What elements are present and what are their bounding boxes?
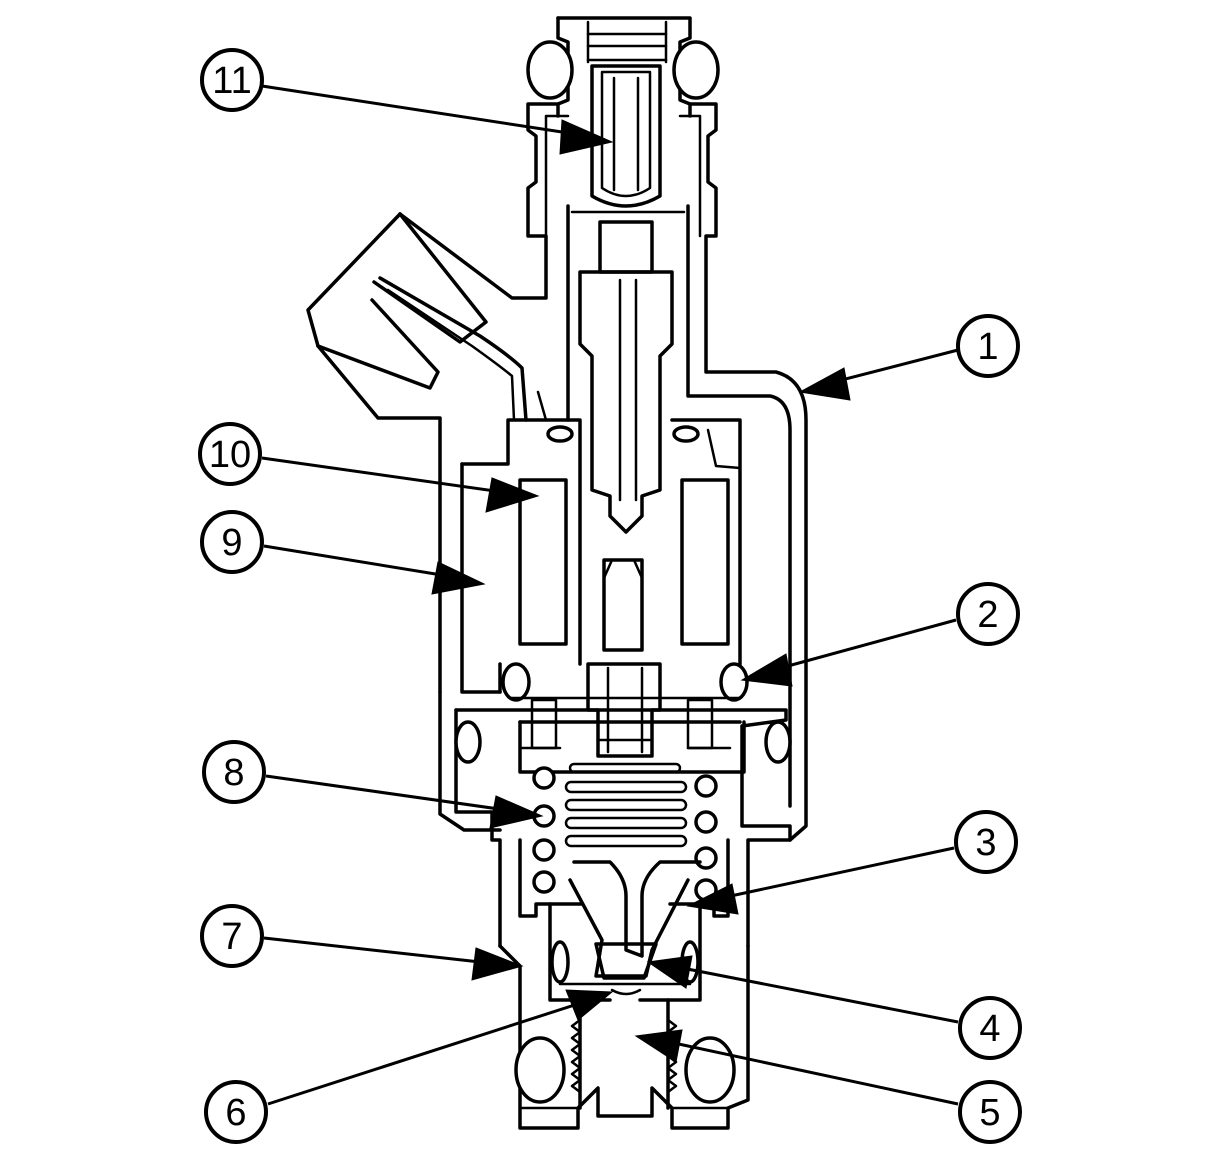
- arrowhead-10: [485, 477, 540, 513]
- leader-11: [261, 84, 589, 138]
- arrowhead-5: [634, 1029, 683, 1063]
- callout-9: 9: [200, 510, 264, 574]
- arrowhead-3: [686, 883, 739, 915]
- callout-label: 3: [975, 822, 996, 864]
- leader-2: [765, 618, 957, 674]
- callout-2: 2: [956, 582, 1020, 646]
- leader-7: [263, 936, 499, 966]
- callout-label: 1: [977, 326, 998, 368]
- leader-3: [711, 846, 955, 902]
- callout-1: 1: [956, 314, 1020, 378]
- callout-label: 4: [979, 1008, 1000, 1050]
- leader-10: [261, 456, 517, 496]
- callout-label: 8: [223, 752, 244, 794]
- callout-10: 10: [198, 422, 262, 486]
- arrowhead-8: [489, 795, 544, 829]
- callout-label: 2: [977, 594, 998, 636]
- electrical-connector: [306, 212, 548, 694]
- plunger: [586, 558, 662, 758]
- callout-label: 10: [209, 434, 251, 476]
- coil-seal-left: [546, 425, 574, 443]
- flange-o-ring-right: [764, 720, 792, 764]
- callouts: 11 1 10 9 2 8 3 7: [198, 48, 1022, 1144]
- injector-body: [306, 16, 808, 1130]
- callout-label: 6: [225, 1092, 246, 1134]
- coil-winding-right: [680, 478, 730, 646]
- coil-winding-left: [518, 478, 568, 646]
- callout-8: 8: [202, 740, 266, 804]
- upper-o-ring-left: [526, 40, 574, 100]
- lower-o-ring-left: [514, 1036, 566, 1104]
- upper-housing: [398, 102, 808, 842]
- lower-coil-o-ring-left: [501, 662, 531, 702]
- leader-8: [265, 774, 521, 814]
- callout-label: 5: [979, 1092, 1000, 1134]
- fuel-filter: [590, 64, 662, 208]
- leader-1: [825, 348, 959, 386]
- upper-o-ring-right: [672, 40, 720, 100]
- flange-o-ring-left: [454, 720, 482, 764]
- callout-3: 3: [954, 810, 1018, 874]
- callout-11: 11: [200, 48, 264, 112]
- leader-4: [671, 964, 959, 1024]
- coil-seal-right: [672, 425, 700, 443]
- callout-label: 7: [221, 916, 242, 958]
- arrowhead-9: [431, 561, 486, 595]
- callout-5: 5: [958, 1080, 1022, 1144]
- callout-label: 11: [212, 60, 251, 102]
- leader-9: [263, 544, 461, 580]
- arrowhead-11: [559, 119, 614, 155]
- callout-label: 9: [221, 522, 242, 564]
- callout-6: 6: [204, 1080, 268, 1144]
- arrowhead-7: [471, 947, 524, 981]
- callout-4: 4: [958, 996, 1022, 1060]
- solenoid-housing: [438, 418, 742, 832]
- arrowhead-2: [740, 653, 793, 687]
- lower-coil-o-ring-right: [719, 662, 749, 702]
- leader-6: [267, 998, 591, 1106]
- leader-lines: [261, 84, 959, 1106]
- callout-7: 7: [200, 904, 264, 968]
- arrowhead-6: [565, 989, 614, 1021]
- arrowhead-1: [798, 367, 851, 401]
- leader-5: [659, 1038, 959, 1106]
- arrowhead-4: [646, 955, 693, 989]
- armature-core: [578, 220, 674, 534]
